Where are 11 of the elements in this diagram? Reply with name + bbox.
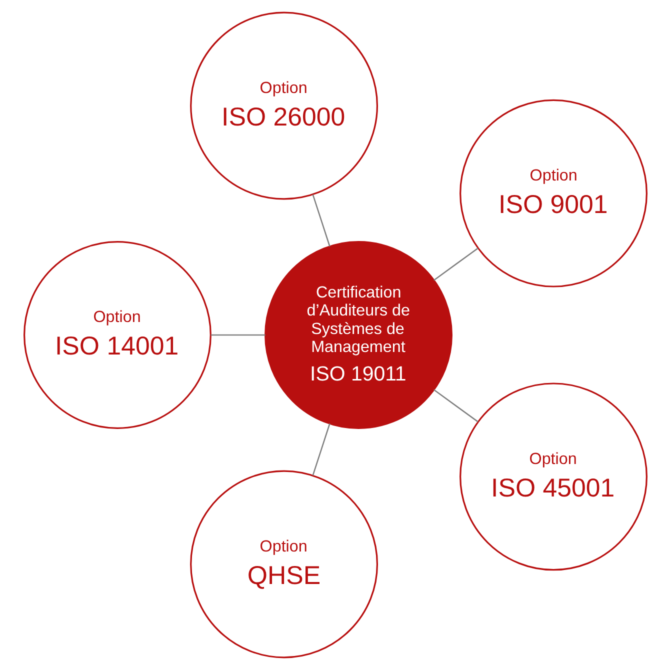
- node-circle: Option ISO 14001: [23, 241, 211, 429]
- connector: [312, 194, 330, 247]
- node-circle: Option ISO 26000: [190, 12, 378, 200]
- node-circle: Certification d’Auditeurs de Systèmes de Management ISO 19011: [264, 241, 452, 429]
- connector: [433, 389, 478, 422]
- connector: [433, 248, 478, 281]
- connector: [210, 334, 265, 336]
- node-circle: Option QHSE: [190, 470, 378, 658]
- node-circle: Option ISO 9001: [459, 99, 647, 288]
- connector: [312, 423, 330, 476]
- node-circle: Option ISO 45001: [459, 382, 647, 571]
